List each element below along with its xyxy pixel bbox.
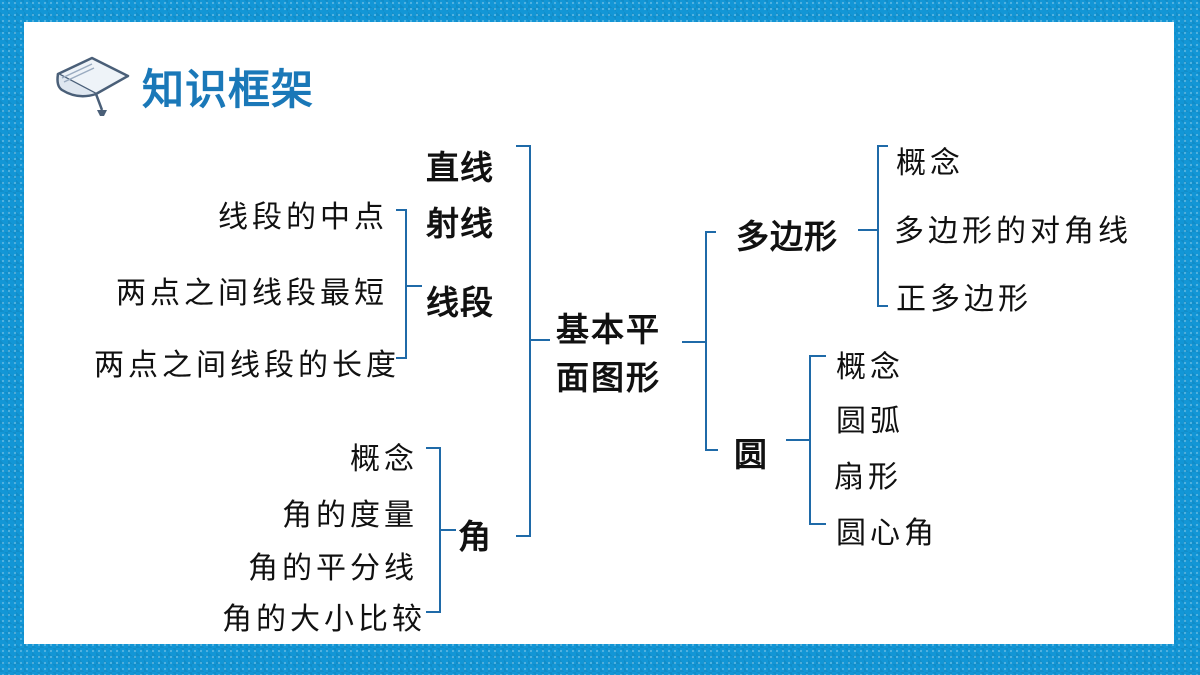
node-line: 直线 <box>426 148 494 187</box>
circle-item-concept: 概念 <box>836 350 904 385</box>
angle-item-compare: 角的大小比较 <box>222 602 426 637</box>
angle-item-bisector: 角的平分线 <box>248 551 418 586</box>
segment-item-shortest: 两点之间线段最短 <box>116 276 388 311</box>
polygon-item-diagonal: 多边形的对角线 <box>894 214 1132 249</box>
node-circle: 圆 <box>734 435 768 474</box>
page-title: 知识框架 <box>142 65 315 114</box>
node-segment: 线段 <box>426 283 494 322</box>
segment-item-midpoint: 线段的中点 <box>218 200 388 235</box>
graduation-cap-icon <box>56 56 130 116</box>
angle-item-concept: 概念 <box>350 442 418 477</box>
segment-item-length: 两点之间线段的长度 <box>94 348 400 383</box>
polygon-item-regular: 正多边形 <box>896 282 1032 317</box>
center-line-1: 基本平 <box>556 310 661 349</box>
node-polygon: 多边形 <box>736 217 838 256</box>
circle-item-arc: 圆弧 <box>836 404 904 439</box>
polygon-item-concept: 概念 <box>896 146 964 181</box>
circle-item-central-angle: 圆心角 <box>836 516 938 551</box>
content-panel <box>24 22 1174 644</box>
angle-item-measure: 角的度量 <box>282 498 418 533</box>
center-line-2: 面图形 <box>556 358 661 397</box>
node-angle: 角 <box>458 517 492 556</box>
circle-item-sector: 扇形 <box>834 460 902 495</box>
node-center: 基本平 面图形 <box>556 306 661 402</box>
node-ray: 射线 <box>426 204 494 243</box>
